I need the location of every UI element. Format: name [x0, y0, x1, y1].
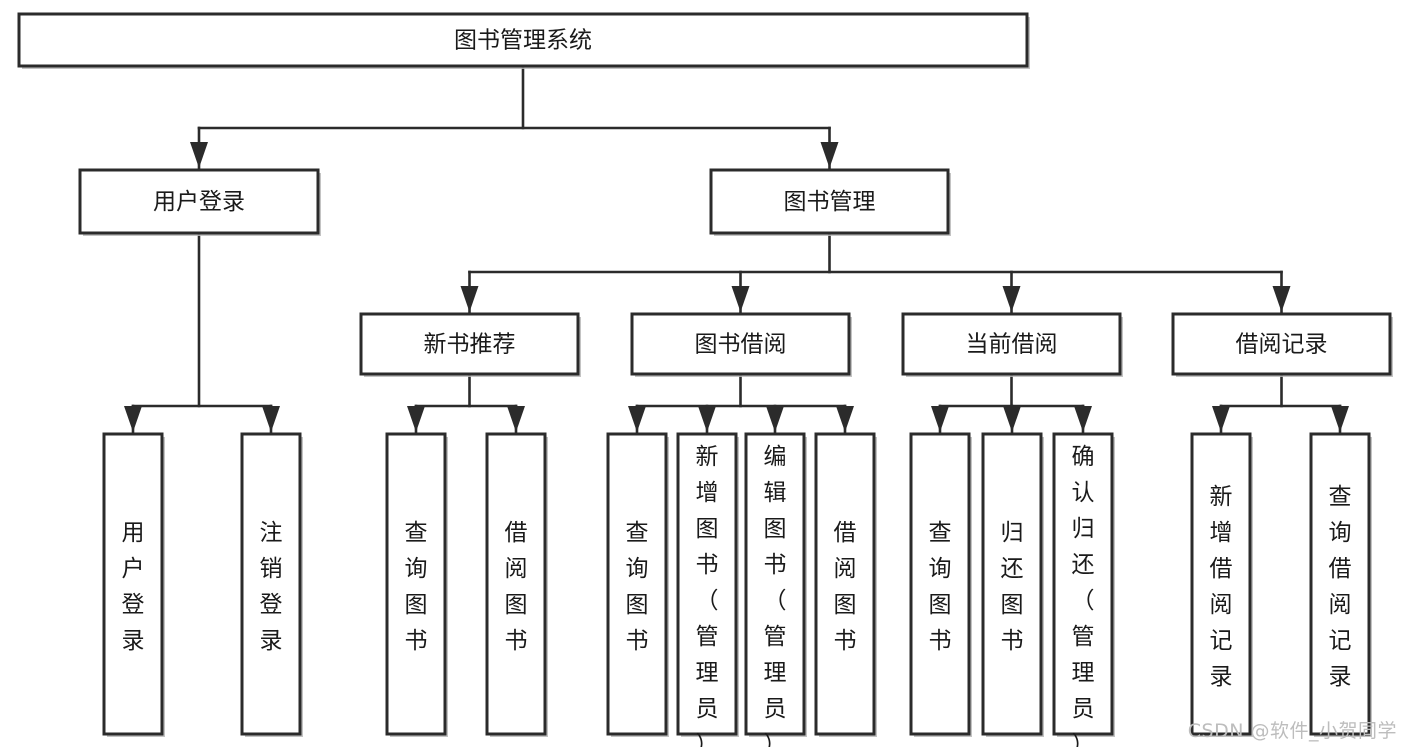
node-box-rect[interactable] — [102, 432, 164, 736]
node-box-rect[interactable] — [814, 432, 876, 736]
node-leaf-borrow-book-rec[interactable]: 借阅图书 — [485, 432, 548, 737]
node-label: 图书管理系统 — [454, 28, 592, 54]
node-box-rect[interactable] — [385, 432, 447, 736]
node-box-rect[interactable] — [676, 432, 738, 736]
node-label-vertical: 查询借阅记录 — [1329, 484, 1352, 690]
node-box-rect[interactable] — [240, 432, 302, 736]
connector-arrowhead — [1212, 406, 1230, 432]
node-leaf-edit-book[interactable]: 编辑图书（管理员） — [744, 432, 807, 747]
connector-arrowhead — [190, 142, 208, 168]
node-box-rect[interactable] — [78, 168, 320, 235]
node-user-login[interactable]: 用户登录 — [78, 168, 321, 236]
node-leaf-return-book[interactable]: 归还图书 — [981, 432, 1044, 737]
node-label-vertical: 查询图书 — [405, 520, 428, 654]
connector-arrowhead — [1272, 286, 1291, 312]
node-label: 借阅记录 — [1236, 332, 1328, 358]
connector-arrowhead — [820, 142, 839, 168]
node-root[interactable]: 图书管理系统 — [17, 12, 1030, 69]
node-label-vertical: 用户登录 — [122, 520, 145, 654]
node-label: 当前借阅 — [966, 332, 1058, 358]
node-leaf-user-logout[interactable]: 注销登录 — [240, 432, 303, 737]
node-current-borrow[interactable]: 当前借阅 — [901, 312, 1123, 377]
node-box-rect[interactable] — [901, 312, 1122, 376]
node-label: 图书管理 — [784, 189, 876, 215]
node-borrow-record[interactable]: 借阅记录 — [1171, 312, 1393, 377]
connector-arrowhead — [731, 286, 750, 312]
node-label-vertical: 新增借阅记录 — [1210, 484, 1233, 690]
node-label: 图书借阅 — [695, 332, 787, 358]
node-box-rect[interactable] — [1052, 432, 1114, 736]
node-label-vertical: 注销登录 — [260, 520, 283, 654]
node-label-vertical: 查询图书 — [626, 520, 649, 654]
connector-arrowhead — [1331, 406, 1349, 432]
node-leaf-query-record[interactable]: 查询借阅记录 — [1309, 432, 1372, 737]
node-label: 用户登录 — [153, 189, 245, 215]
node-leaf-borrow-book-bor[interactable]: 借阅图书 — [814, 432, 877, 737]
connector-arrowhead — [931, 406, 949, 432]
node-label-vertical: 借阅图书 — [834, 520, 857, 654]
node-label-vertical: 查询图书 — [929, 520, 952, 654]
node-box-rect[interactable] — [909, 432, 971, 736]
connector-arrowhead — [836, 406, 854, 432]
node-box-rect[interactable] — [17, 12, 1029, 68]
node-boxes-layer: 图书管理系统用户登录图书管理新书推荐图书借阅当前借阅借阅记录用户登录注销登录查询… — [17, 12, 1393, 747]
node-new-book-recommend[interactable]: 新书推荐 — [359, 312, 581, 377]
node-box-rect[interactable] — [1190, 432, 1252, 736]
node-box-rect[interactable] — [981, 432, 1043, 736]
node-box-rect[interactable] — [606, 432, 668, 736]
node-box-rect[interactable] — [744, 432, 806, 736]
node-label: 新书推荐 — [424, 332, 516, 358]
connector-arrowhead — [1002, 286, 1021, 312]
node-label-vertical: 新增图书（管理员） — [696, 444, 719, 747]
node-leaf-user-login[interactable]: 用户登录 — [102, 432, 165, 737]
connector-arrowhead — [124, 406, 142, 432]
connector-arrowhead — [507, 406, 525, 432]
node-label-vertical: 编辑图书（管理员） — [764, 444, 787, 747]
node-box-rect[interactable] — [485, 432, 547, 736]
node-box-rect[interactable] — [1309, 432, 1371, 736]
node-label-vertical: 借阅图书 — [505, 520, 528, 654]
node-leaf-query-book-rec[interactable]: 查询图书 — [385, 432, 448, 737]
connector-arrowhead — [407, 406, 425, 432]
node-leaf-add-record[interactable]: 新增借阅记录 — [1190, 432, 1253, 737]
node-leaf-query-book-cur[interactable]: 查询图书 — [909, 432, 972, 737]
connector-lines-layer — [124, 64, 1349, 434]
connector-arrowhead — [460, 286, 479, 312]
node-label-vertical: 确认归还（管理员） — [1072, 444, 1095, 747]
connector-arrowhead — [262, 406, 280, 432]
node-leaf-add-book[interactable]: 新增图书（管理员） — [676, 432, 739, 747]
node-box-rect[interactable] — [1171, 312, 1392, 376]
connector-arrowhead — [1074, 406, 1092, 432]
node-book-management[interactable]: 图书管理 — [709, 168, 951, 236]
connector-arrowhead — [698, 406, 716, 432]
connector-arrowhead — [766, 406, 784, 432]
connector-arrowhead — [1003, 406, 1021, 432]
node-box-rect[interactable] — [630, 312, 851, 376]
node-label-vertical: 归还图书 — [1001, 520, 1024, 654]
node-box-rect[interactable] — [359, 312, 580, 376]
node-box-rect[interactable] — [709, 168, 950, 235]
node-book-borrow[interactable]: 图书借阅 — [630, 312, 852, 377]
node-leaf-query-book-bor[interactable]: 查询图书 — [606, 432, 669, 737]
connector-arrowhead — [628, 406, 646, 432]
node-leaf-confirm-return[interactable]: 确认归还（管理员） — [1052, 432, 1115, 747]
